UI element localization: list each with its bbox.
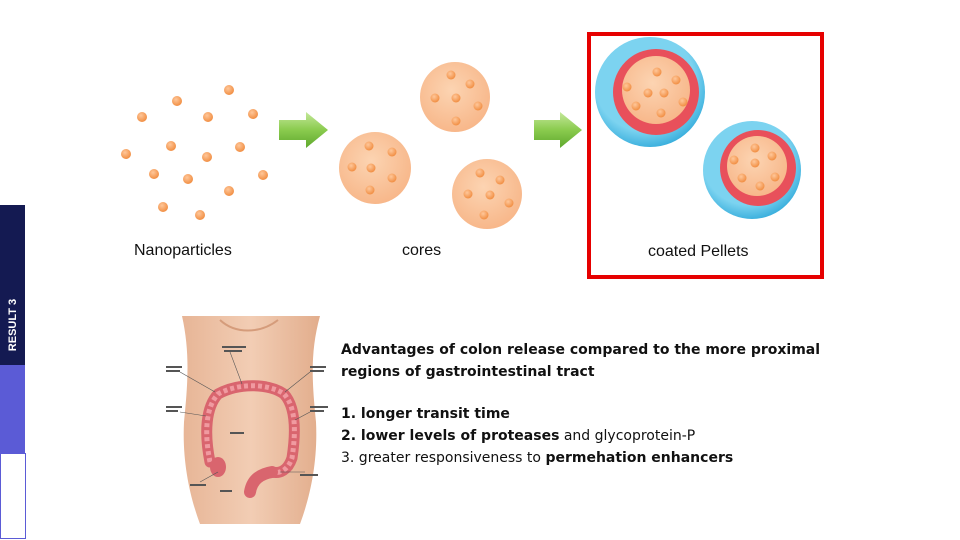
sidebar-accent-block bbox=[0, 365, 25, 453]
advantage-item-2-rest: and glycoprotein-P bbox=[559, 428, 696, 444]
nanoparticle bbox=[203, 112, 213, 122]
nanoparticle bbox=[202, 152, 212, 162]
core-particle bbox=[452, 159, 522, 229]
sidebar-bottom-block bbox=[0, 453, 26, 539]
advantage-item-3: 3. greater responsiveness to permehation… bbox=[341, 447, 941, 469]
highlight-frame bbox=[587, 32, 824, 279]
advantage-item-2: 2. lower levels of proteases and glycopr… bbox=[341, 425, 941, 447]
advantages-heading-line1: Advantages of colon release compared to … bbox=[341, 342, 821, 358]
core-particle bbox=[420, 62, 490, 132]
right-arrow-icon bbox=[279, 112, 328, 148]
advantage-item-1-text: 1. longer transit time bbox=[341, 406, 510, 422]
advantages-heading: Advantages of colon release compared to … bbox=[341, 339, 941, 383]
right-arrow-icon bbox=[534, 112, 582, 148]
sidebar-section-tab[interactable]: RESULT 3 bbox=[0, 285, 25, 365]
advantages-list: 1. longer transit time 2. lower levels o… bbox=[341, 403, 941, 469]
nanoparticle bbox=[172, 96, 182, 106]
advantage-item-3-plain: 3. greater responsiveness to bbox=[341, 450, 546, 466]
sidebar-dark-block bbox=[0, 205, 25, 285]
nanoparticle bbox=[195, 210, 205, 220]
nanoparticle bbox=[183, 174, 193, 184]
nanoparticle bbox=[166, 141, 176, 151]
coated-pellet bbox=[703, 121, 801, 219]
advantages-heading-line2: regions of gastrointestinal tract bbox=[341, 364, 595, 380]
nanoparticle bbox=[224, 186, 234, 196]
nanoparticle-cluster bbox=[121, 85, 268, 220]
nanoparticles-caption: Nanoparticles bbox=[134, 242, 232, 259]
nanoparticle bbox=[224, 85, 234, 95]
nanoparticle bbox=[258, 170, 268, 180]
process-diagram bbox=[121, 37, 801, 229]
cores-caption: cores bbox=[402, 242, 442, 259]
nanoparticle bbox=[137, 112, 147, 122]
advantage-item-3-bold: permehation enhancers bbox=[545, 450, 734, 466]
coated-pellet bbox=[595, 37, 705, 147]
nanoparticle bbox=[248, 109, 258, 119]
advantage-item-2-bold: 2. lower levels of proteases bbox=[341, 428, 560, 444]
colon-anatomy-image bbox=[160, 312, 333, 524]
advantage-item-1: 1. longer transit time bbox=[341, 403, 941, 425]
nanoparticle bbox=[149, 169, 159, 179]
core-particle bbox=[339, 132, 411, 204]
nanoparticle bbox=[235, 142, 245, 152]
nanoparticle bbox=[121, 149, 131, 159]
coated-pellets-caption: coated Pellets bbox=[648, 243, 749, 260]
nanoparticle bbox=[158, 202, 168, 212]
